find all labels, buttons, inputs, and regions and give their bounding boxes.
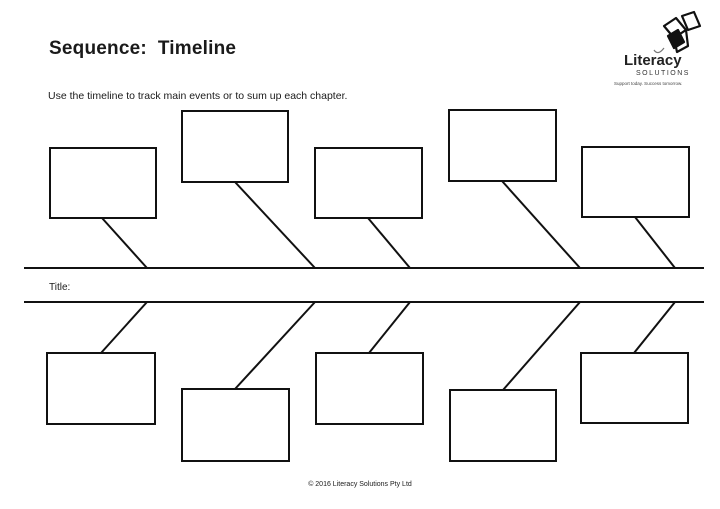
copyright-footer: © 2016 Literacy Solutions Pty Ltd (308, 481, 412, 488)
connector-bottom-1 (100, 301, 148, 354)
event-box-top-3[interactable] (314, 147, 423, 219)
event-box-bottom-1[interactable] (46, 352, 156, 425)
connector-top-5 (634, 216, 676, 269)
title-field-label: Title: (49, 282, 71, 293)
connector-top-1 (101, 217, 148, 269)
connector-bottom-5 (633, 301, 676, 354)
event-box-bottom-5[interactable] (580, 352, 689, 424)
books-icon (662, 10, 702, 54)
connector-top-3 (367, 217, 411, 269)
page-title: Sequence: Timeline (49, 38, 237, 59)
logo-tagline: Support today. Success tomorrow. (614, 81, 683, 86)
literacy-solutions-logo (653, 10, 702, 54)
connector-bottom-2 (234, 301, 316, 390)
instruction-text: Use the timeline to track main events or… (48, 90, 348, 102)
connector-bottom-3 (368, 301, 411, 354)
event-box-top-5[interactable] (581, 146, 690, 218)
connector-top-4 (501, 180, 581, 269)
connector-top-2 (234, 181, 316, 269)
event-box-top-4[interactable] (448, 109, 557, 182)
event-box-top-2[interactable] (181, 110, 289, 183)
event-box-bottom-2[interactable] (181, 388, 290, 462)
event-box-bottom-3[interactable] (315, 352, 424, 425)
logo-name: Literacy (624, 52, 682, 69)
event-box-bottom-4[interactable] (449, 389, 557, 462)
connector-bottom-4 (502, 301, 581, 391)
logo-subtitle: SOLUTIONS (636, 70, 690, 77)
event-box-top-1[interactable] (49, 147, 157, 219)
